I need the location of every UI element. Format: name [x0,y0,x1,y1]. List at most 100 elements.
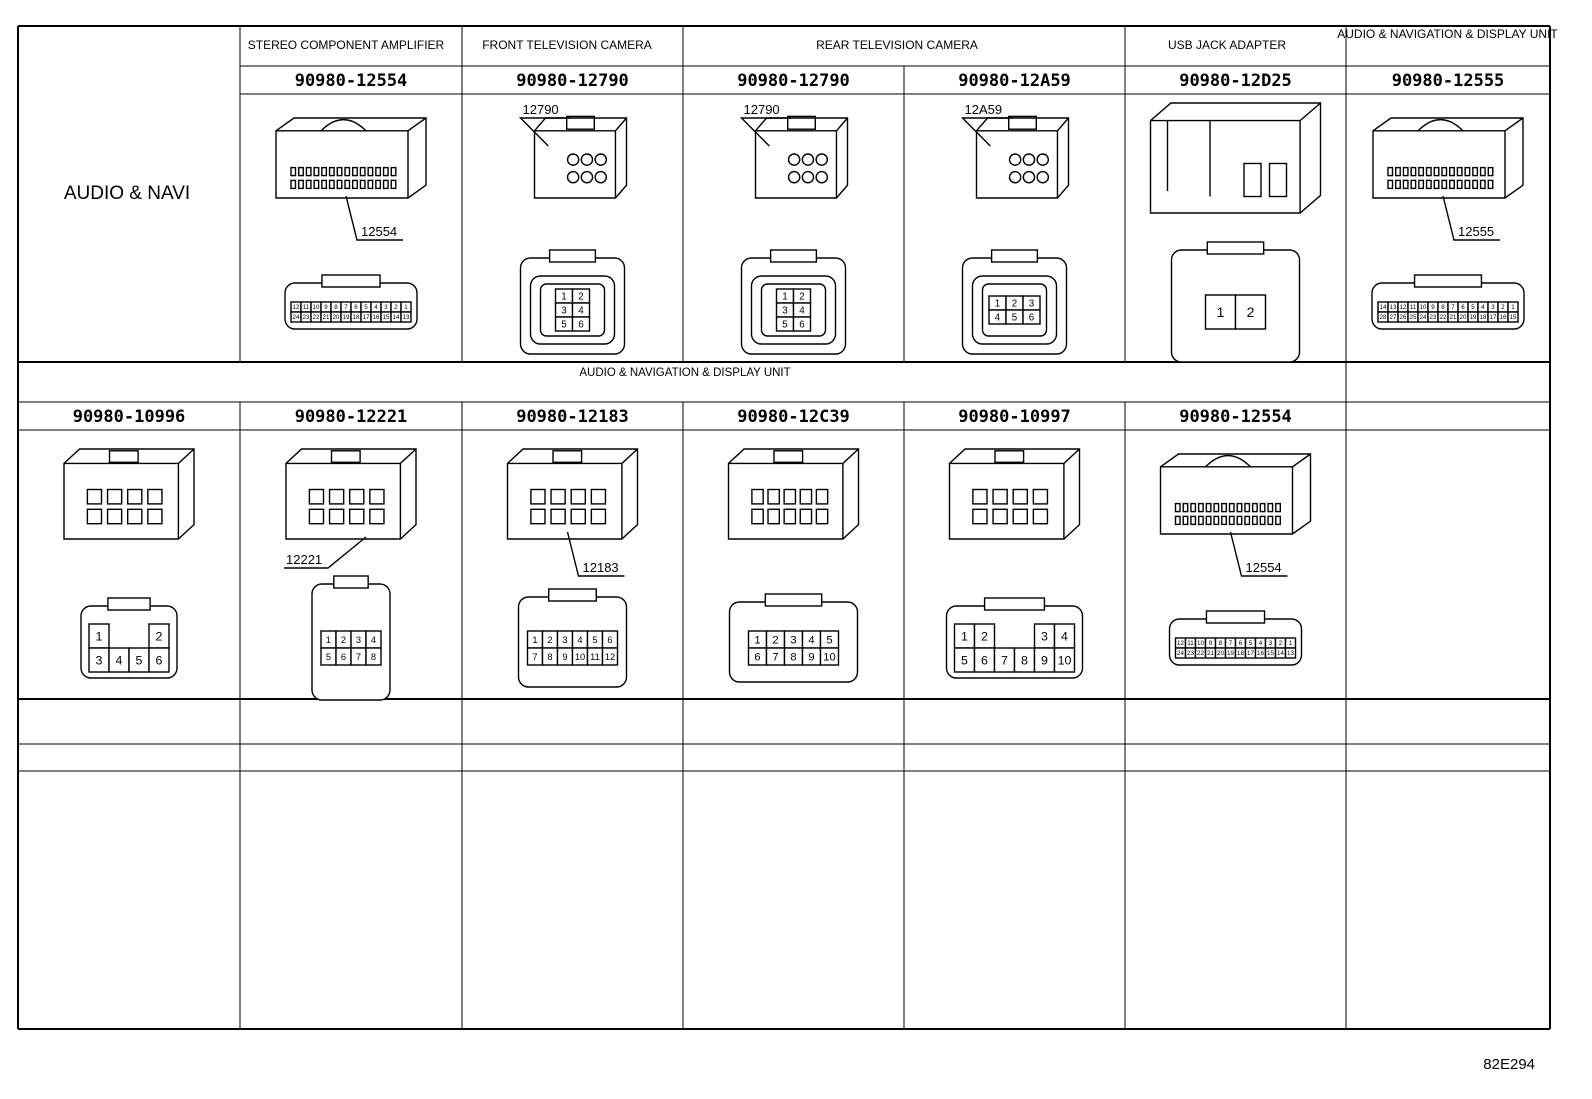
svg-text:13: 13 [1287,650,1294,657]
svg-text:11: 11 [303,304,310,311]
pin-cell: 4 [801,630,822,649]
pin-cell: 13 [400,311,412,323]
pin-cell: 6 [1234,637,1247,649]
pin-cell: 13 [1284,647,1297,659]
pin-cell: 9 [1033,647,1056,673]
row2-header-audio-navigation-display-unit: AUDIO & NAVIGATION & DISPLAY UNIT [579,367,791,379]
pin-cell: 19 [340,311,352,323]
svg-text:7: 7 [1001,653,1008,667]
svg-text:3: 3 [1269,640,1273,647]
pin-cell: 4 [1254,637,1267,649]
svg-text:2: 2 [578,292,583,303]
svg-text:3: 3 [790,635,796,647]
pin-cell: 2 [390,301,402,313]
pin-cell: 1 [775,288,795,304]
svg-text:12A59: 12A59 [965,102,1003,117]
pin-cell: 23 [300,311,312,323]
svg-text:20: 20 [333,314,340,321]
pin-cell: 22 [1437,311,1449,323]
svg-text:3: 3 [384,304,388,311]
pin-cell: 18 [1477,311,1489,323]
svg-text:15: 15 [1510,314,1517,321]
svg-text:8: 8 [371,652,376,662]
svg-text:9: 9 [808,652,814,664]
pin-cell: 9 [556,647,574,666]
svg-text:2: 2 [547,635,552,645]
drawing-code: 82E294 [1483,1056,1535,1073]
svg-text:6: 6 [607,635,612,645]
pin-cell: 10 [310,301,322,313]
part-number-90980-12C39: 90980-12C39 [737,407,850,427]
svg-text:7: 7 [1451,304,1455,311]
pin-cell: 2 [1005,295,1024,311]
pin-cell: 28 [1377,311,1389,323]
pin-cell: 1 [400,301,412,313]
svg-text:22: 22 [1197,650,1204,657]
svg-text:4: 4 [578,306,584,317]
pin-cell: 7 [1447,301,1459,313]
pin-cell: 3 [1022,295,1041,311]
svg-text:3: 3 [1491,304,1495,311]
row2-header-box: AUDIO & NAVIGATION & DISPLAY UNIT [579,367,791,379]
svg-text:5: 5 [1249,640,1253,647]
svg-text:13: 13 [1390,304,1397,311]
svg-text:12790: 12790 [744,102,780,117]
pin-cell: 3 [556,630,574,649]
pin-cell: 7 [340,301,352,313]
svg-text:16: 16 [1257,650,1264,657]
svg-text:5: 5 [961,653,968,667]
pin-cell: 12 [290,301,302,313]
svg-text:7: 7 [356,652,361,662]
svg-text:24: 24 [1420,314,1427,321]
pin-cell: 18 [1234,647,1247,659]
pin-cell: 8 [1013,647,1036,673]
connector-ref-label: 12183 [566,531,625,577]
pin-cell: 19 [1467,311,1479,323]
connector-ref-label: 12790 [518,102,571,147]
svg-text:12: 12 [1400,304,1407,311]
svg-text:23: 23 [1430,314,1437,321]
svg-text:5: 5 [782,320,788,331]
pin-cell: 10 [571,647,589,666]
pin-cell: 3 [1487,301,1499,313]
pin-cell: 5 [775,316,795,332]
svg-text:17: 17 [1247,650,1254,657]
pin-cell: 9 [1204,637,1217,649]
pin-cell: 24 [290,311,302,323]
pin-cell: 2 [1234,294,1267,330]
pin-cell: 4 [1053,623,1076,649]
svg-text:22: 22 [313,314,320,321]
pin-cell: 6 [1022,309,1041,325]
svg-text:14: 14 [1380,304,1387,311]
header-front-television-camera: FRONT TELEVISION CAMERA [482,38,652,52]
svg-text:2: 2 [981,629,988,643]
pin-cell: 22 [1194,647,1207,659]
pin-cell: 3 [350,630,367,649]
svg-text:8: 8 [334,304,338,311]
pin-cell: 2 [541,630,559,649]
pin-cell: 5 [1467,301,1479,313]
pin-cell: 20 [1214,647,1227,659]
svg-text:5: 5 [592,635,597,645]
svg-text:1: 1 [532,635,537,645]
pin-cell: 10 [1194,637,1207,649]
svg-text:23: 23 [303,314,310,321]
svg-text:21: 21 [323,314,330,321]
svg-text:6: 6 [981,653,988,667]
pin-cell: 16 [1497,311,1509,323]
svg-text:2: 2 [772,635,778,647]
pin-cell: 2 [765,630,786,649]
part-number-90980-12D25: 90980-12D25 [1179,71,1292,91]
pin-cell: 5 [554,316,574,332]
part-number-90980-12790: 90980-12790 [737,71,850,91]
pin-cell: 13 [1387,301,1399,313]
svg-text:4: 4 [799,306,805,317]
svg-text:12554: 12554 [361,224,397,239]
